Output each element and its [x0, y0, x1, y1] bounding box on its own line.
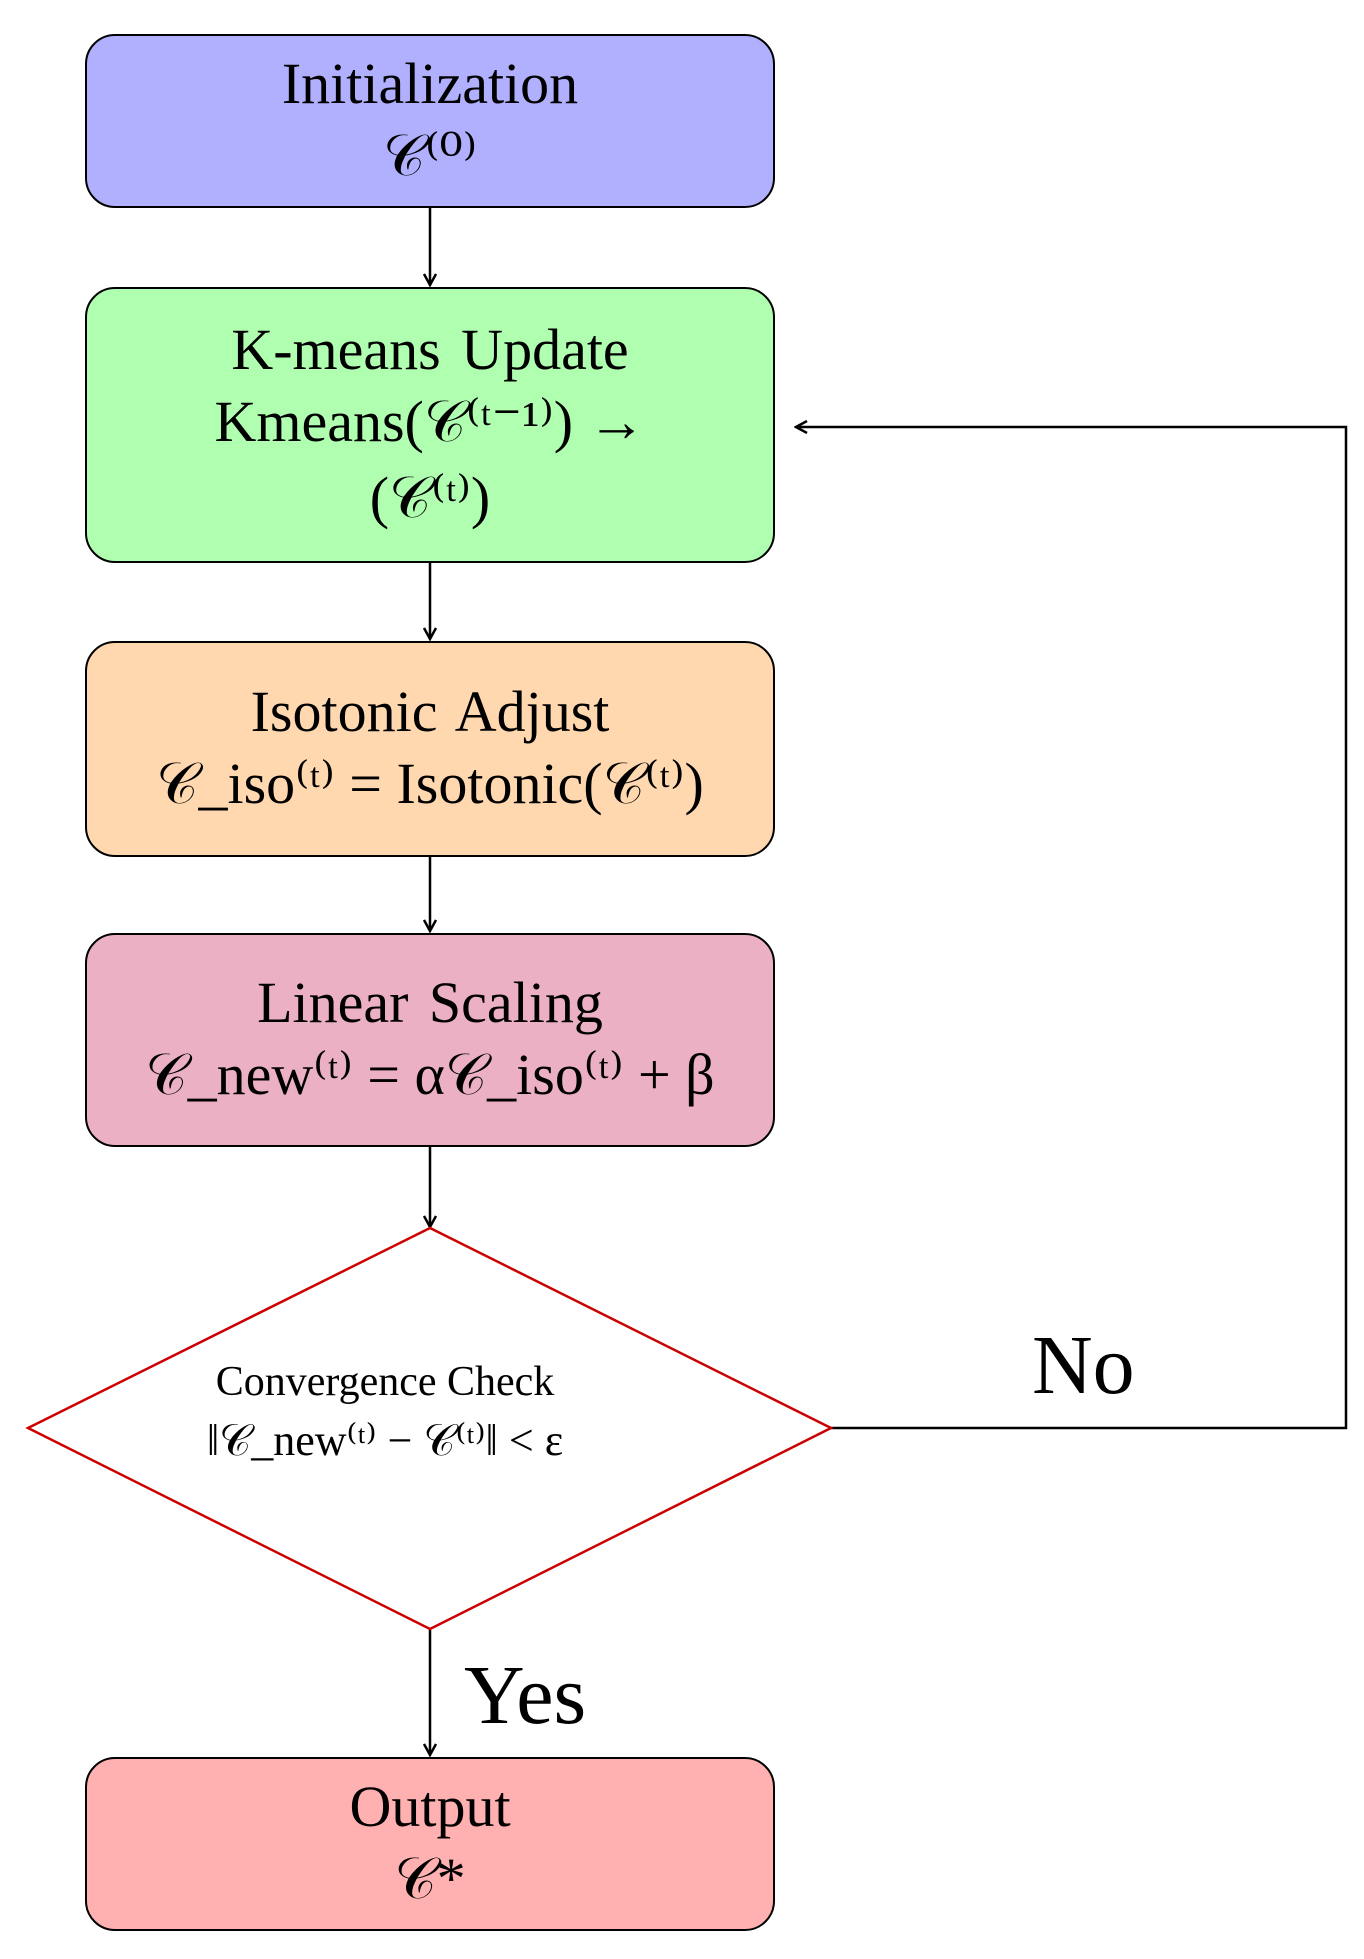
linear-scaling-title: Linear Scaling — [257, 969, 603, 1035]
convergence-check-text: Convergence Check ‖𝒞_new⁽ᵗ⁾ − 𝒞⁽ᵗ⁾‖ < ε — [140, 1355, 630, 1471]
initialization-title: Initialization — [281, 50, 579, 116]
kmeans-update-formula-line2: (𝒞⁽ᵗ⁾) — [369, 464, 491, 530]
linear-scaling-node: Linear Scaling 𝒞_new⁽ᵗ⁾ = α𝒞_iso⁽ᵗ⁾ + β — [85, 933, 775, 1147]
kmeans-update-title: K-means Update — [231, 316, 629, 382]
convergence-check-formula: ‖𝒞_new⁽ᵗ⁾ − 𝒞⁽ᵗ⁾‖ < ε — [206, 1415, 564, 1465]
decision-diamond — [25, 1226, 834, 1631]
kmeans-update-node: K-means Update Kmeans(𝒞⁽ᵗ⁻¹⁾) → (𝒞⁽ᵗ⁾) — [85, 287, 775, 563]
isotonic-adjust-title: Isotonic Adjust — [250, 678, 610, 744]
output-node: Output 𝒞* — [85, 1757, 775, 1931]
edge-label-yes: Yes — [464, 1649, 587, 1742]
edge-decision-no-loop — [796, 427, 1348, 1430]
initialization-formula: 𝒞⁽⁰⁾ — [382, 123, 478, 189]
isotonic-adjust-node: Isotonic Adjust 𝒞_iso⁽ᵗ⁾ = Isotonic(𝒞⁽ᵗ⁾… — [85, 641, 775, 857]
output-title: Output — [349, 1773, 511, 1839]
convergence-check-title: Convergence Check — [215, 1359, 555, 1405]
linear-scaling-formula: 𝒞_new⁽ᵗ⁾ = α𝒞_iso⁽ᵗ⁾ + β — [145, 1042, 715, 1108]
output-formula: 𝒞* — [394, 1846, 466, 1912]
edge-label-no: No — [1032, 1319, 1135, 1412]
isotonic-adjust-formula: 𝒞_iso⁽ᵗ⁾ = Isotonic(𝒞⁽ᵗ⁾) — [156, 751, 704, 817]
kmeans-update-formula-line1: Kmeans(𝒞⁽ᵗ⁻¹⁾) → — [214, 389, 646, 455]
initialization-node: Initialization 𝒞⁽⁰⁾ — [85, 34, 775, 208]
